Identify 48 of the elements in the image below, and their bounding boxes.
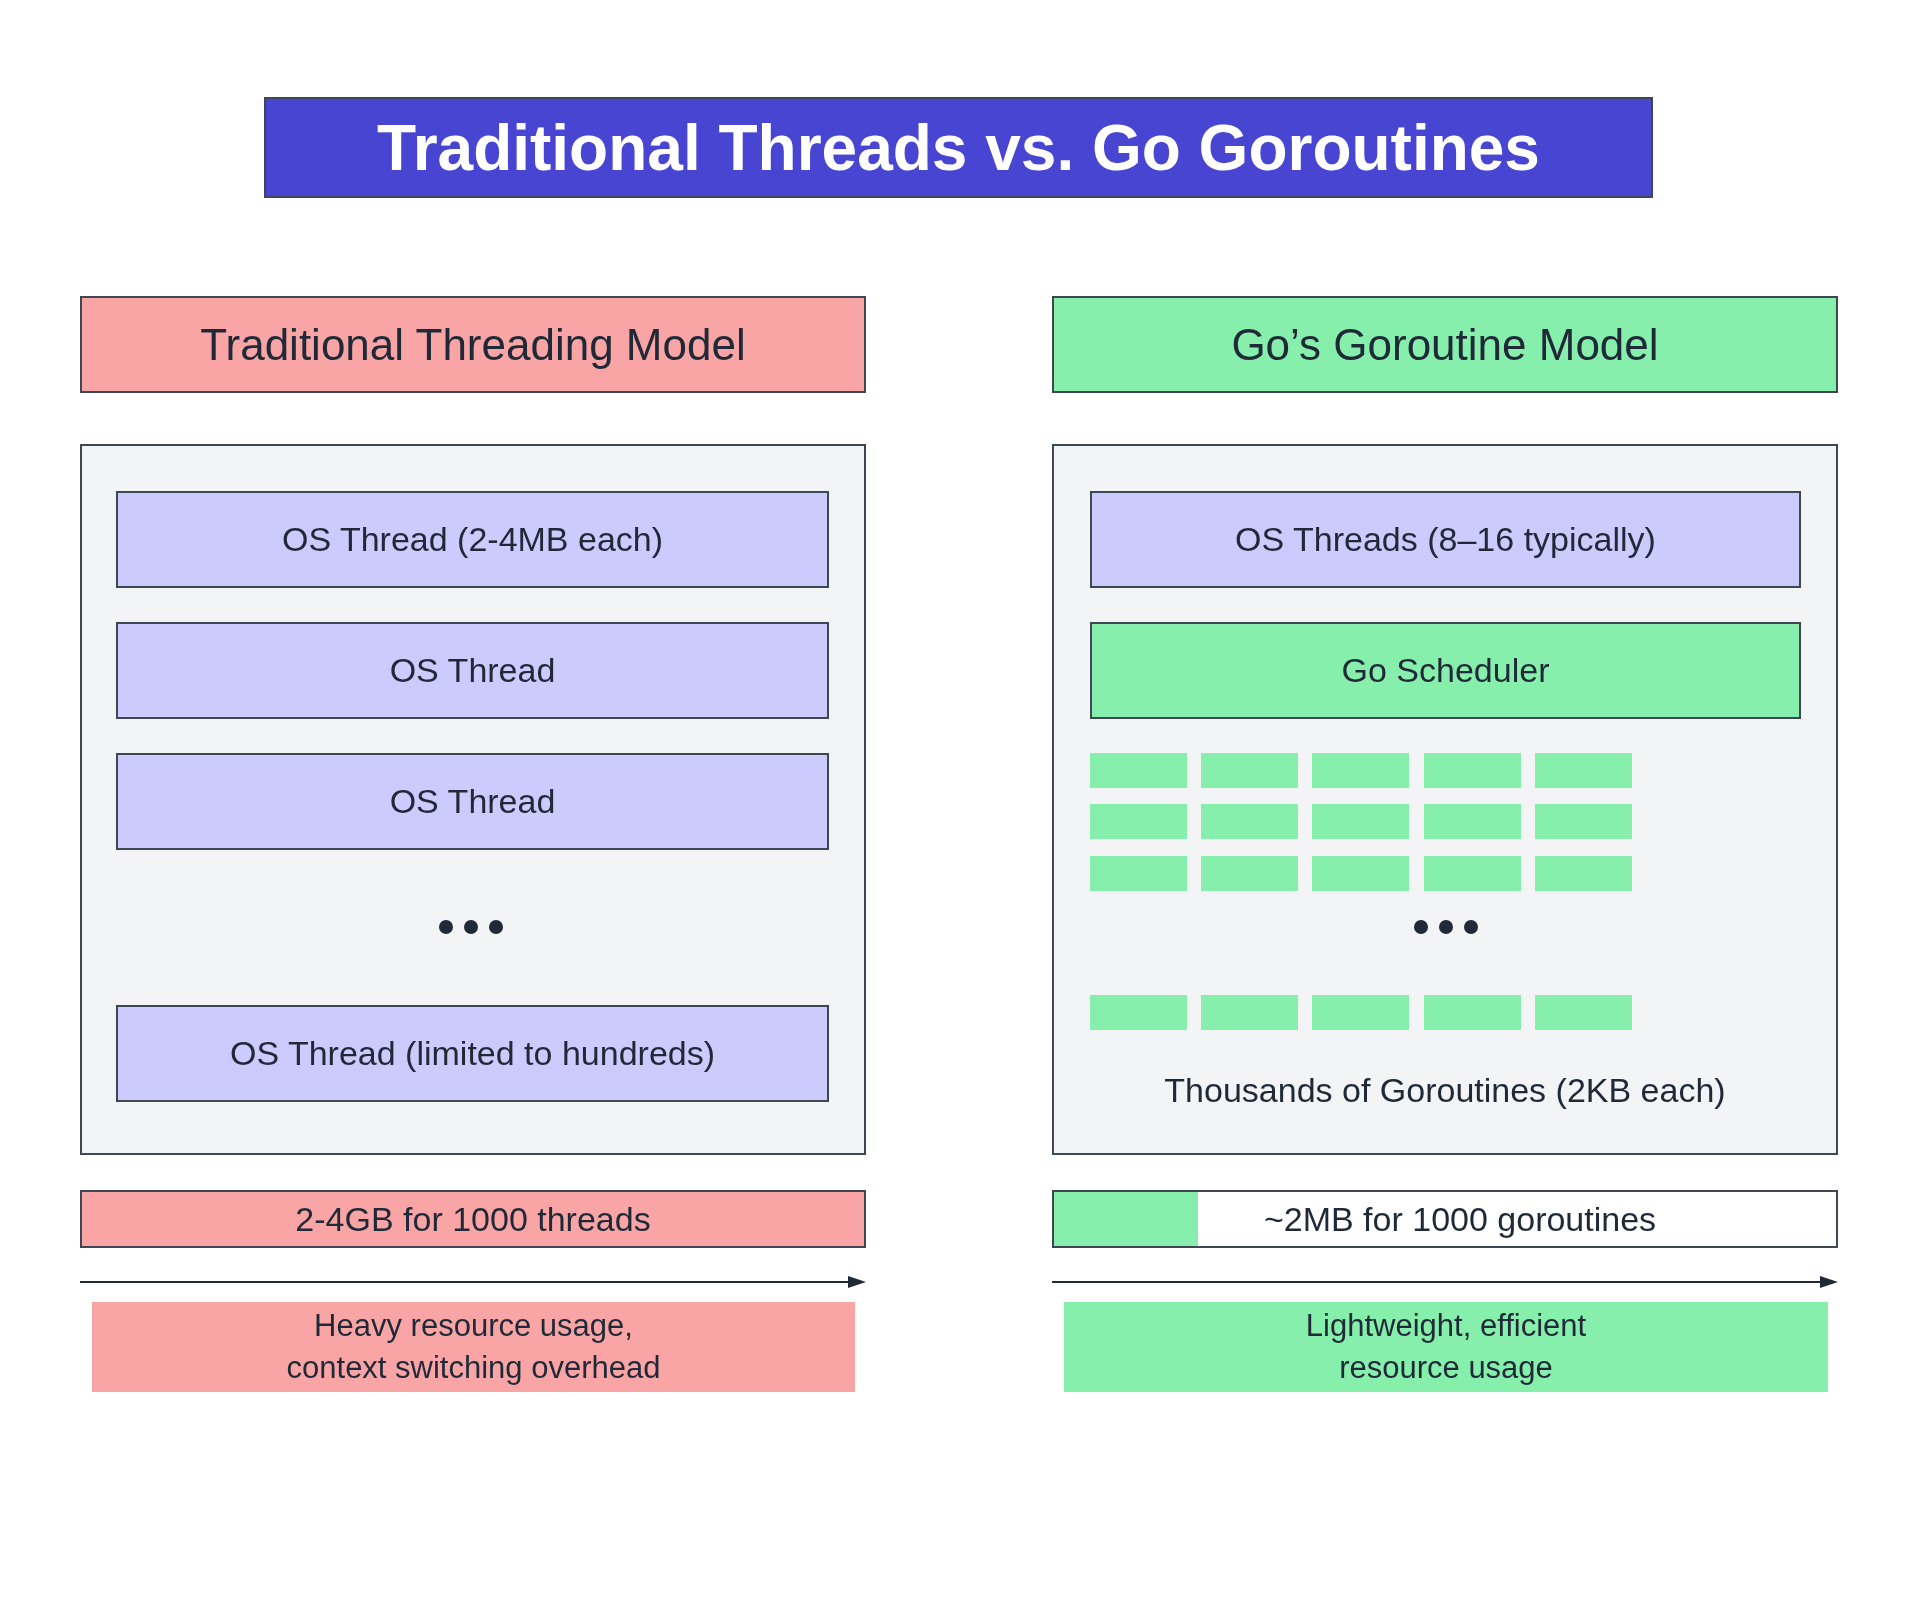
thread-box bbox=[116, 622, 829, 719]
goroutine-box bbox=[1312, 753, 1409, 788]
goroutine-box bbox=[1535, 995, 1632, 1030]
node-text: Go’s Goroutine Model bbox=[1231, 318, 1659, 371]
goroutine-box bbox=[1535, 856, 1632, 891]
goroutine-box bbox=[1424, 995, 1521, 1030]
node-text: Go Scheduler bbox=[1341, 650, 1550, 691]
caption-text: Thousands of Goroutines (2KB each) bbox=[1163, 1070, 1727, 1111]
goroutine-box bbox=[1312, 995, 1409, 1030]
node-text: Lightweight, efficient resource usage bbox=[1304, 1307, 1588, 1387]
thread-box bbox=[1090, 491, 1801, 588]
section-header bbox=[80, 296, 866, 393]
goroutine-box bbox=[1535, 753, 1632, 788]
summary-box bbox=[1064, 1302, 1828, 1392]
node-text: Heavy resource usage, context switching overhead bbox=[285, 1307, 662, 1387]
node-text: OS Thread (limited to hundreds) bbox=[229, 1033, 716, 1074]
scheduler-box bbox=[1090, 622, 1801, 719]
title-banner: Traditional Threads vs. Go Goroutines bbox=[264, 97, 1653, 198]
goroutine-box bbox=[1090, 995, 1187, 1030]
goroutine-box bbox=[1201, 856, 1298, 891]
goroutine-box bbox=[1201, 753, 1298, 788]
node-text: OS Thread bbox=[389, 650, 556, 691]
node-text: Traditional Threading Model bbox=[200, 318, 746, 371]
node-text: ~2MB for 1000 goroutines bbox=[1263, 1198, 1657, 1240]
goroutine-box bbox=[1201, 995, 1298, 1030]
panel bbox=[80, 444, 866, 1155]
node-text: OS Threads (8–16 typically) bbox=[1235, 519, 1656, 560]
goroutine-box bbox=[1312, 804, 1409, 839]
goroutine-box bbox=[1090, 856, 1187, 891]
thread-box bbox=[116, 1005, 829, 1102]
thread-box bbox=[116, 753, 829, 850]
memory-bar bbox=[1052, 1190, 1838, 1248]
thread-box bbox=[116, 491, 829, 588]
goroutine-box bbox=[1535, 804, 1632, 839]
goroutine-box bbox=[1312, 856, 1409, 891]
node-text: 2-4GB for 1000 threads bbox=[295, 1198, 651, 1240]
section-header bbox=[1052, 296, 1838, 393]
goroutine-box bbox=[1090, 753, 1187, 788]
goroutine-box bbox=[1424, 856, 1521, 891]
memory-bar bbox=[80, 1190, 866, 1248]
goroutine-box bbox=[1090, 804, 1187, 839]
node-text: OS Thread (2-4MB each) bbox=[281, 519, 664, 560]
goroutine-box bbox=[1201, 804, 1298, 839]
goroutine-box bbox=[1424, 753, 1521, 788]
node-text: OS Thread bbox=[389, 781, 556, 822]
panel bbox=[1052, 444, 1838, 1155]
goroutine-box bbox=[1424, 804, 1521, 839]
summary-box bbox=[92, 1302, 855, 1392]
